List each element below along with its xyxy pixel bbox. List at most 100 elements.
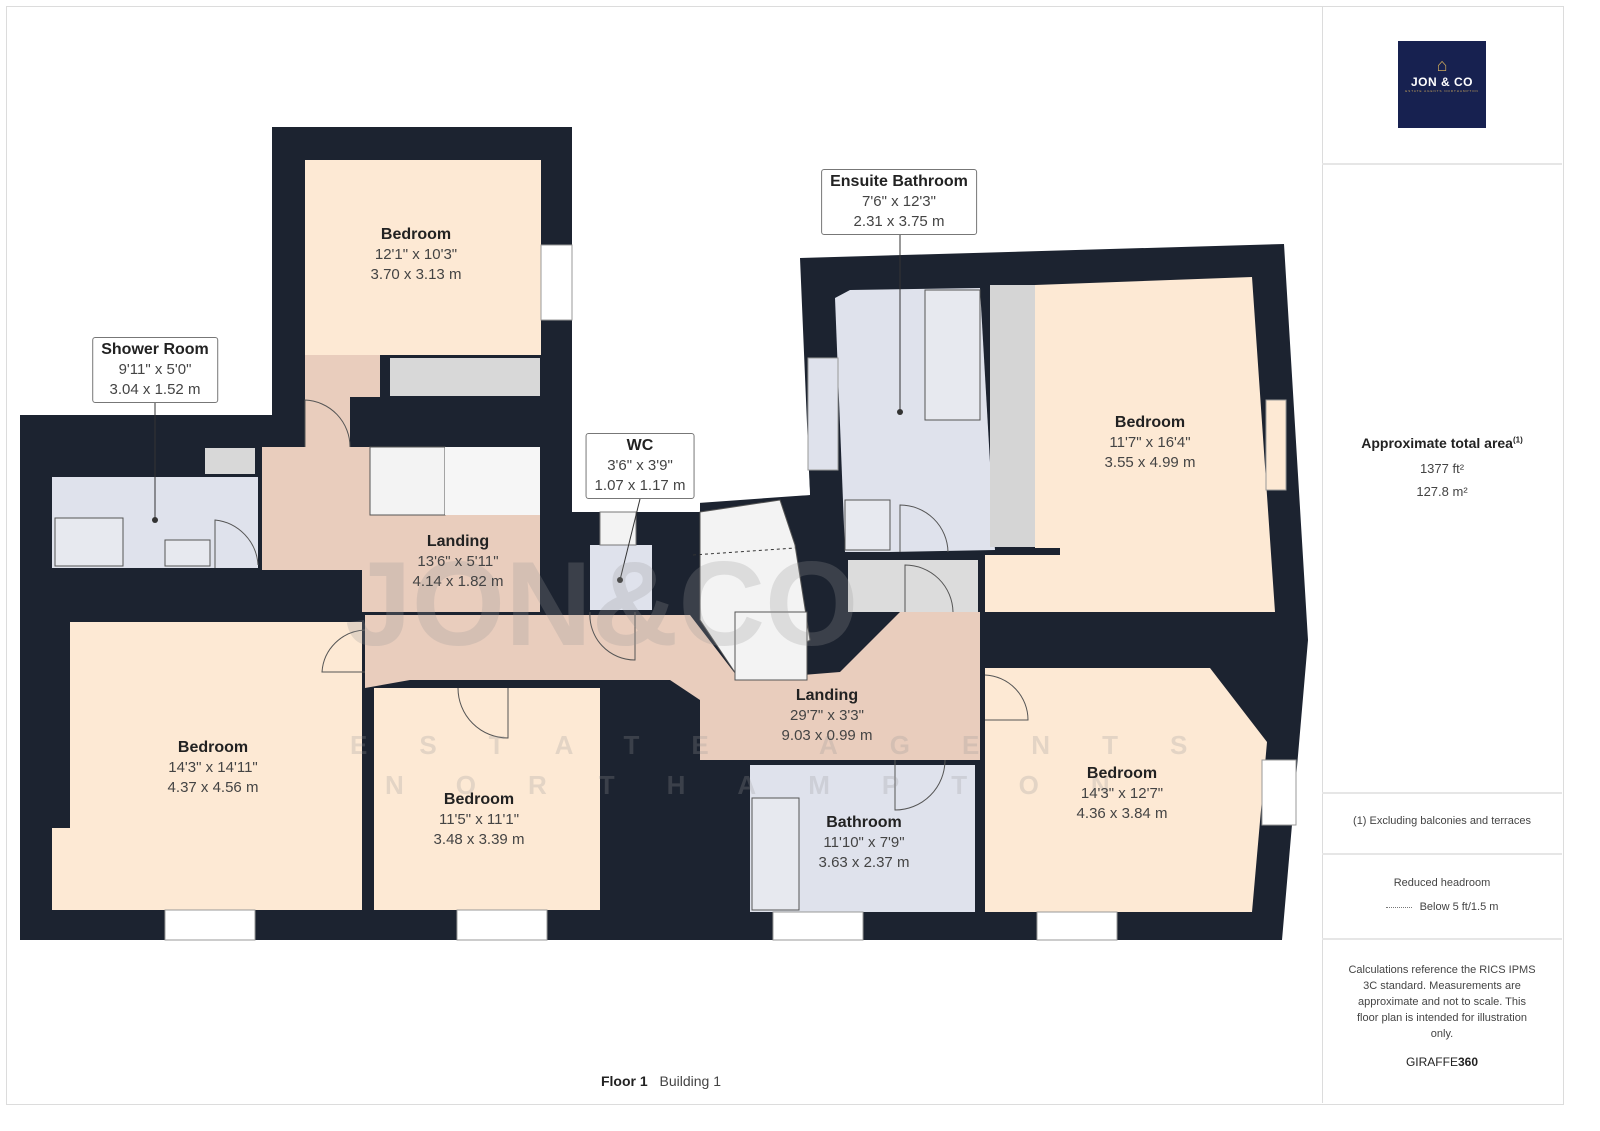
room-dim-imperial: 29'7" x 3'3" bbox=[790, 707, 864, 724]
callout-dot bbox=[152, 517, 158, 523]
ensuite-entry bbox=[848, 560, 978, 612]
room-dim-metric: 9.03 x 0.99 m bbox=[781, 727, 873, 744]
room-name: Bedroom bbox=[1114, 414, 1186, 431]
room-name: Bedroom bbox=[443, 791, 515, 808]
callout-shower-room: Shower Room 9'11" x 5'0" 3.04 x 1.52 m bbox=[92, 337, 218, 403]
room-name: Bedroom bbox=[380, 226, 452, 243]
window bbox=[540, 244, 573, 321]
room-dim-metric: 3.04 x 1.52 m bbox=[109, 381, 201, 398]
callout-dot bbox=[617, 577, 623, 583]
giraffe360-credit: GIRAFFE360 bbox=[1322, 1055, 1562, 1069]
divider bbox=[1322, 792, 1562, 794]
room-dim-imperial: 9'11" x 5'0" bbox=[118, 361, 192, 378]
room-name: Ensuite Bathroom bbox=[830, 173, 968, 190]
room-landing-lower bbox=[365, 612, 980, 760]
watermark-logo: JON&CO bbox=[345, 537, 859, 671]
door bbox=[304, 399, 351, 448]
room-bedroom-middle bbox=[374, 688, 600, 910]
shower-tray bbox=[54, 517, 124, 567]
reduced-headroom-line bbox=[692, 547, 796, 556]
floor-label: Floor 1 bbox=[600, 1073, 648, 1089]
label-bedroom-left: Bedroom 14'3" x 14'11" 4.37 x 4.56 m bbox=[168, 738, 259, 798]
label-bedroom-middle: Bedroom 11'5" x 11'1" 3.48 x 3.39 m bbox=[434, 790, 525, 850]
window bbox=[772, 911, 864, 941]
callout-wc: WC 3'6" x 3'9" 1.07 x 1.17 m bbox=[585, 433, 695, 499]
basin bbox=[164, 539, 211, 567]
ensuite-cabinet bbox=[807, 357, 839, 471]
watermark-line2: NORTHAMPTON bbox=[385, 770, 1162, 800]
logo-sub: ESTATE AGENTS NORTHAMPTON bbox=[1405, 89, 1479, 93]
credit-a: GIRAFFE bbox=[1405, 1055, 1458, 1069]
cupboard bbox=[205, 448, 255, 474]
credit-b: 360 bbox=[1457, 1055, 1479, 1069]
company-logo: ⌂ JON & CO ESTATE AGENTS NORTHAMPTON bbox=[1398, 41, 1486, 128]
door bbox=[321, 629, 366, 673]
door bbox=[894, 759, 946, 811]
stairs-wc bbox=[599, 511, 637, 546]
building-label: Building 1 bbox=[659, 1073, 722, 1089]
room-dim-metric: 3.63 x 2.37 m bbox=[818, 854, 910, 871]
room-dim-metric: 2.31 x 3.75 m bbox=[853, 213, 945, 230]
divider bbox=[1322, 853, 1562, 855]
area-title: Approximate total area(1) bbox=[1322, 435, 1562, 451]
room-dim-metric: 1.07 x 1.17 m bbox=[594, 477, 686, 494]
room-name: Landing bbox=[795, 687, 859, 704]
room-dim-imperial: 3'6" x 3'9" bbox=[607, 457, 673, 474]
area-title-text: Approximate total area bbox=[1361, 435, 1513, 451]
room-name: WC bbox=[626, 437, 654, 454]
window bbox=[1036, 911, 1118, 941]
headroom-legend: Below 5 ft/1.5 m bbox=[1322, 901, 1562, 913]
label-landing-lower: Landing 29'7" x 3'3" 9.03 x 0.99 m bbox=[782, 686, 873, 746]
window bbox=[1265, 399, 1287, 491]
callout-dot bbox=[897, 409, 903, 415]
disclaimer: Calculations reference the RICS IPMS 3C … bbox=[1348, 964, 1536, 1040]
door bbox=[904, 564, 954, 613]
label-bedroom-right-top: Bedroom 11'7" x 16'4" 3.55 x 4.99 m bbox=[1105, 413, 1196, 473]
room-bedroom-right-top bbox=[985, 277, 1275, 612]
room-dim-imperial: 11'5" x 11'1" bbox=[438, 811, 520, 828]
bathroom-bath bbox=[751, 797, 800, 911]
room-dim-metric: 3.70 x 3.13 m bbox=[370, 266, 462, 283]
floor-footer: Floor 1 Building 1 bbox=[0, 1073, 1322, 1089]
callout-leader bbox=[619, 498, 641, 581]
room-dim-metric: 3.48 x 3.39 m bbox=[433, 831, 525, 848]
house-heart-icon: ⌂ bbox=[1436, 55, 1448, 75]
door bbox=[899, 504, 949, 553]
divider bbox=[1322, 163, 1562, 165]
label-landing-upper: Landing 13'6" x 5'11" 4.14 x 1.82 m bbox=[413, 532, 504, 592]
window bbox=[1261, 759, 1297, 826]
room-dim-imperial: 13'6" x 5'11" bbox=[417, 553, 499, 570]
area-note-ref: (1) bbox=[1512, 435, 1523, 445]
callout-ensuite: Ensuite Bathroom 7'6" x 12'3" 2.31 x 3.7… bbox=[821, 169, 977, 235]
room-name: Bedroom bbox=[1086, 765, 1158, 782]
room-name: Bedroom bbox=[177, 739, 249, 756]
headroom-title: Reduced headroom bbox=[1393, 877, 1491, 889]
room-dim-imperial: 11'7" x 16'4" bbox=[1109, 434, 1191, 451]
watermark-line1: ESTATE AGENTS bbox=[350, 730, 1240, 760]
room-name: Bathroom bbox=[826, 814, 902, 831]
logo-brand: JON & CO bbox=[1410, 75, 1473, 89]
room-dim-imperial: 7'6" x 12'3" bbox=[862, 193, 936, 210]
divider bbox=[1322, 938, 1562, 940]
label-bathroom: Bathroom 11'10" x 7'9" 3.63 x 2.37 m bbox=[819, 813, 910, 873]
bath bbox=[924, 289, 981, 421]
room-bedroom-top bbox=[305, 160, 541, 355]
dotted-line-icon bbox=[1385, 906, 1412, 908]
headroom-legend-text: Below 5 ft/1.5 m bbox=[1419, 901, 1499, 913]
stairs-upper bbox=[369, 446, 446, 516]
door bbox=[457, 687, 509, 739]
room-dim-metric: 4.14 x 1.82 m bbox=[412, 573, 504, 590]
floor-plan bbox=[20, 127, 1308, 941]
door bbox=[984, 674, 1029, 721]
label-bedroom-top: Bedroom 12'1" x 10'3" 3.70 x 3.13 m bbox=[371, 225, 462, 285]
wardrobe bbox=[390, 358, 540, 396]
room-dim-metric: 4.36 x 3.84 m bbox=[1076, 805, 1168, 822]
room-dim-metric: 4.37 x 4.56 m bbox=[167, 779, 259, 796]
footnote: (1) Excluding balconies and terraces bbox=[1353, 815, 1531, 827]
door bbox=[214, 519, 259, 568]
area-ft: 1377 ft² bbox=[1419, 461, 1465, 476]
panel-divider bbox=[1322, 6, 1323, 1103]
door bbox=[589, 611, 636, 661]
area-m: 127.8 m² bbox=[1416, 484, 1468, 499]
window bbox=[456, 909, 548, 941]
